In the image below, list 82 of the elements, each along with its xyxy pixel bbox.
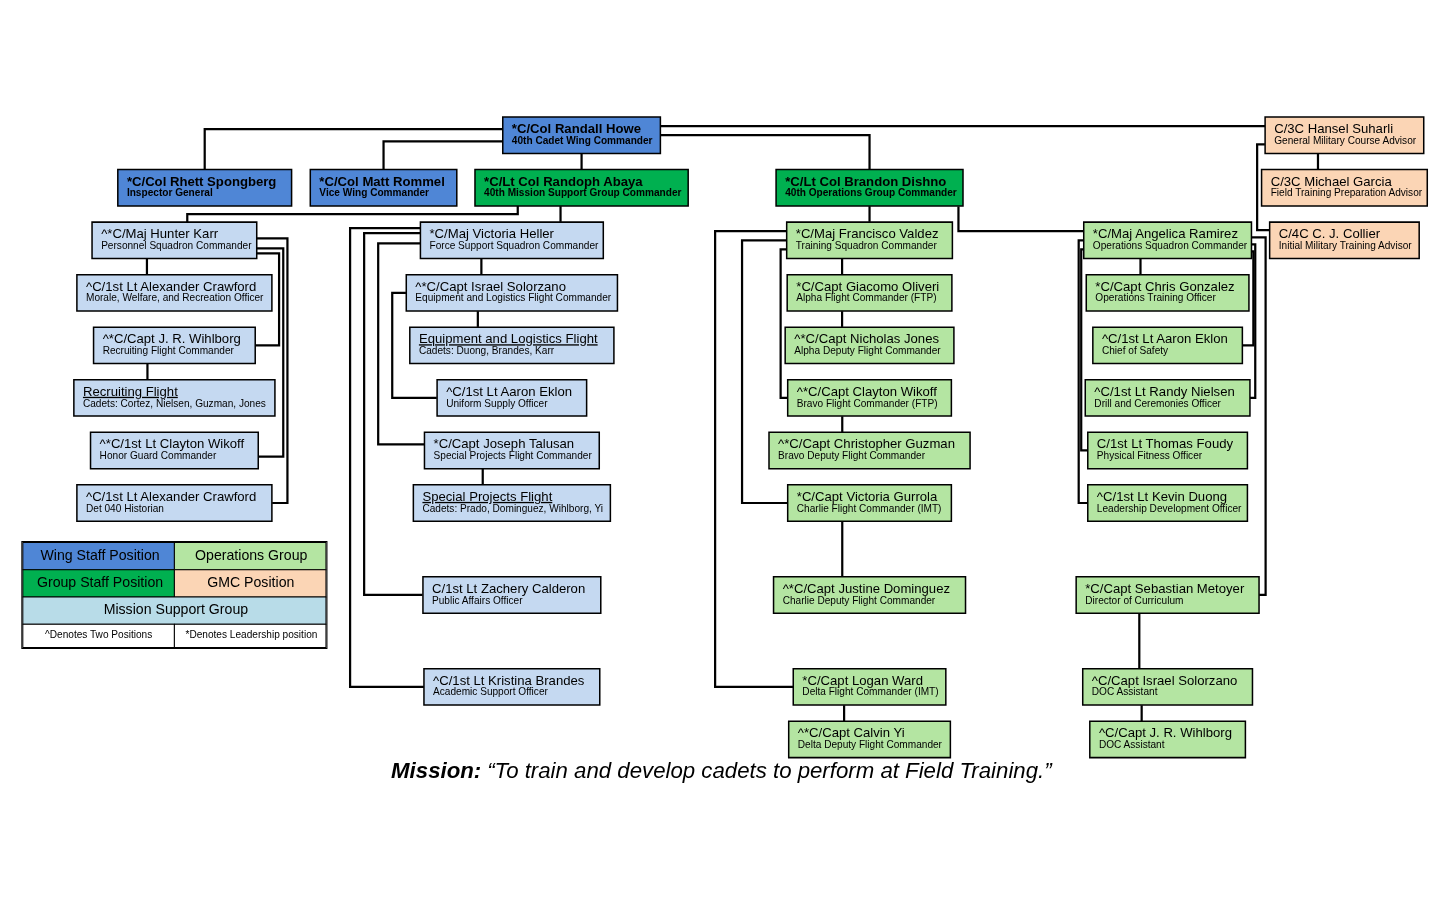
connector	[841, 416, 844, 432]
node-box: C/3C Michael Garcia Field Training Preparation Advisor	[1260, 168, 1429, 207]
connector	[1080, 248, 1088, 452]
connector	[481, 468, 484, 485]
node-box: *C/Col Randall Howe 40th Cadet Wing Commander	[502, 116, 662, 155]
node-box: *C/Capt Chris Gonzalez Operations Training Officer	[1085, 273, 1250, 312]
node-box: C/1st Lt Thomas Foudy Physical Fitness Officer	[1087, 431, 1249, 470]
node-box: ^*C/Capt J. R. Wihlborg Recruiting Flight Commander	[92, 326, 256, 365]
connector	[203, 128, 503, 170]
node-box: ^C/Capt Israel Solorzano DOC Assistant	[1081, 667, 1254, 706]
node-box: ^*C/Capt Christopher Guzman Bravo Deputy Flight Commander	[768, 431, 971, 470]
node-box: ^*C/Capt Clayton Wikoff Bravo Flight Commander (FTP)	[786, 379, 953, 417]
connector	[256, 237, 289, 505]
connector	[559, 206, 562, 222]
legend-label: Operations Group	[195, 546, 308, 563]
connector	[868, 206, 871, 222]
connector	[1140, 705, 1143, 721]
node-box: ^*C/Capt Justine Dominguez Charlie Deputy Flight Commander	[772, 576, 967, 614]
connector	[840, 311, 844, 327]
node-box: *C/Maj Francisco Valdez Training Squadron Commander	[785, 221, 954, 260]
node-box: *C/Maj Victoria Heller Force Support Squadron Commander	[419, 221, 605, 260]
node-box: *C/Col Matt Rommel Vice Wing Commander	[309, 168, 458, 207]
connector	[714, 230, 794, 688]
node-box: *C/Lt Col Randoph Abaya 40th Mission Support Group Commander	[474, 168, 689, 207]
connector	[660, 125, 1266, 128]
connector	[255, 252, 281, 347]
node-box: ^*C/Maj Hunter Karr Personnel Squadron Commander	[91, 221, 258, 260]
node-box: ^C/1st Lt Alexander Crawford Morale, Welfare, and Recreation Officer	[76, 273, 273, 312]
node-box: *C/Capt Giacomo Oliveri Alpha Flight Commander (FTP)	[786, 273, 953, 312]
label: *Denotes Leadership position	[185, 629, 318, 641]
node-box: ^C/1st Lt Kevin Duong Leadership Development Officer	[1087, 484, 1249, 522]
legend-label: Wing Staff Position	[40, 546, 160, 563]
node-box: Recruiting Flight Cadets: Cortez, Nielsen, Guzman, Jones	[73, 379, 276, 417]
node-box: ^C/1st Lt Randy Nielsen Drill and Ceremonies Officer	[1084, 379, 1251, 417]
node-box: ^C/Capt J. R. Wihlborg DOC Assistant	[1089, 720, 1247, 759]
connector	[1139, 258, 1142, 275]
connector	[1250, 243, 1257, 400]
node-box: *C/Capt Sebastian Metoyer Director of Curriculum	[1075, 576, 1260, 614]
connector	[779, 248, 788, 400]
node-box: *C/Capt Victoria Gurrola Charlie Flight Commander (IMT)	[786, 484, 953, 522]
node-box: *C/Maj Angelica Ramirez Operations Squadron Commander	[1083, 221, 1253, 260]
node-box: C/4C C. J. Collier Initial Military Training Advisor	[1268, 221, 1420, 260]
legend-label: Mission Support Group	[103, 601, 249, 618]
connector	[580, 153, 583, 170]
node-box: Special Projects Flight Cadets: Prado, Dominguez, Wihlborg, Yi	[412, 484, 612, 522]
node-box: ^C/1st Lt Alexander Crawford Det 040 Historian	[76, 484, 273, 522]
node-box: *C/Col Rhett Spongberg Inspector General	[117, 168, 293, 207]
connector	[363, 232, 423, 597]
node-box: Equipment and Logistics Flight Cadets: Duong, Brandes, Karr	[409, 326, 615, 365]
connector	[843, 705, 846, 721]
caption: Mission: “To train and develop cadets to perform at Field Training.”	[391, 758, 1052, 784]
legend-label: GMC Position	[207, 574, 295, 591]
connector	[1077, 239, 1088, 505]
connector	[256, 247, 285, 458]
node-box: C/1st Lt Zachery Calderon Public Affairs Officer	[422, 576, 602, 614]
node-box: ^*C/Capt Nicholas Jones Alpha Deputy Flight Commander	[784, 326, 955, 365]
connector	[841, 521, 844, 577]
node-box: *C/Capt Joseph Talusan Special Projects Flight Commander	[423, 431, 600, 470]
node-box: ^C/1st Lt Aaron Eklon Uniform Supply Officer	[436, 379, 588, 417]
connector	[391, 291, 437, 400]
connector	[1256, 143, 1270, 232]
label: ^Denotes Two Positions	[45, 629, 153, 641]
connector	[1138, 613, 1141, 669]
connector	[1242, 250, 1255, 347]
connector	[476, 311, 479, 327]
node-box: ^*C/Capt Israel Solorzano Equipment and Logistics Flight Commander	[405, 273, 619, 312]
connector	[146, 363, 149, 380]
node-box: *C/Lt Col Brandon Dishno 40th Operations Group Commander	[775, 168, 964, 207]
node-box: C/3C Hansel Suharli General Military Course Advisor	[1264, 116, 1425, 155]
legend-label: Group Staff Position	[36, 574, 164, 591]
connector	[186, 206, 519, 223]
connector	[740, 239, 788, 505]
connector	[349, 227, 424, 688]
connector	[382, 140, 503, 170]
node-box: ^C/1st Lt Aaron Eklon Chief of Safety	[1092, 326, 1244, 365]
node-box: ^C/1st Lt Kristina Brandes Academic Support Officer	[423, 667, 601, 706]
node-box: *C/Capt Logan Ward Delta Flight Commander (IMT)	[792, 667, 947, 706]
node-box: ^*C/1st Lt Clayton Wikoff Honor Guard Commander	[89, 431, 259, 470]
node-box: ^*C/Capt Calvin Yi Delta Deputy Flight Commander	[787, 720, 952, 759]
connector	[957, 206, 1084, 233]
connector	[660, 134, 871, 170]
connector	[377, 242, 425, 446]
